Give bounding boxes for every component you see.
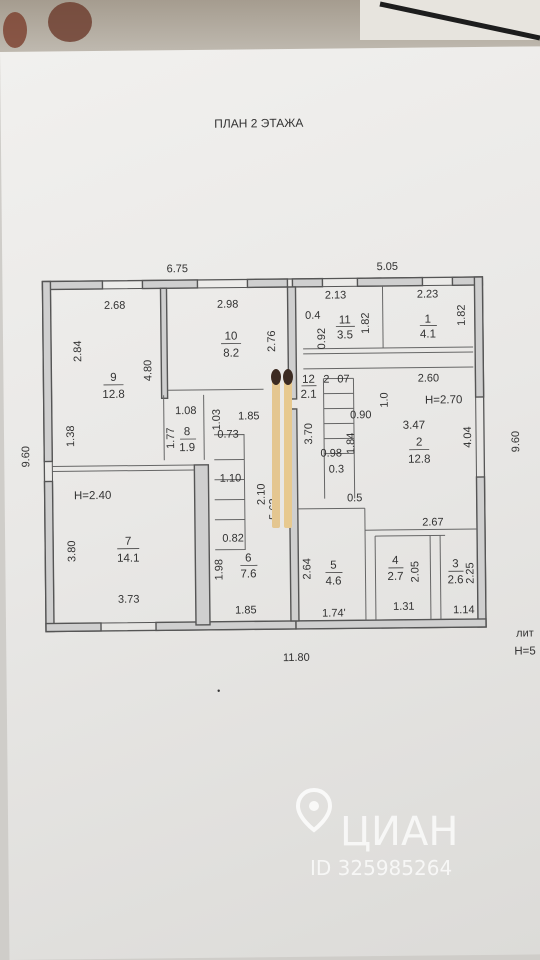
- room-2-area: 12.8: [408, 454, 431, 466]
- room-8-area: 1.9: [179, 442, 195, 454]
- room-3-area: 2.6: [447, 574, 463, 586]
- dim-r7-bottom: 3.73: [118, 594, 140, 606]
- match-head-right: [283, 369, 293, 385]
- dim-r5-bottom: 1.74': [322, 607, 346, 619]
- dim-r11-c: 1.82: [360, 312, 372, 334]
- match-right: [284, 378, 292, 528]
- dim-r8-left: 1.77: [165, 427, 177, 449]
- staircase: [214, 377, 356, 551]
- dim-left-height: 9.60: [20, 446, 32, 468]
- dim-right-section: 2.67: [422, 516, 444, 528]
- match-left: [272, 378, 280, 528]
- room-6-number: 6: [245, 552, 252, 564]
- dim-r9-top: 2.68: [104, 300, 126, 312]
- room-2-height: H=2.70: [425, 394, 463, 406]
- room-8-number: 8: [184, 426, 191, 438]
- dim-r3-height: 2.25: [464, 562, 476, 584]
- dim-r8-top: 1.08: [175, 405, 197, 417]
- room-1-area: 4.1: [420, 328, 436, 340]
- dim-r10-top: 2.98: [217, 299, 239, 311]
- dim-r2-d: 1.84: [345, 433, 357, 455]
- dim-r2-g: 0.3: [329, 463, 344, 475]
- room-9-area: 12.8: [102, 389, 125, 401]
- dim-right-height: 9.60: [510, 431, 522, 453]
- room-7-height: H=2.40: [74, 490, 112, 502]
- room-7-number: 7: [125, 536, 132, 548]
- dim-r11-a: 0.4: [305, 310, 320, 322]
- dim-r8-stair: 0.73: [217, 429, 239, 441]
- dim-r1-right: 1.82: [456, 304, 468, 326]
- dim-r11-b: 0.92: [316, 328, 328, 350]
- red-object-left: [3, 12, 27, 48]
- dim-stair-a: 1.10: [220, 472, 242, 484]
- room-3-number: 3: [452, 558, 459, 570]
- dim-r2-right: 4.04: [462, 426, 474, 448]
- location-pin-icon: [295, 787, 333, 833]
- dim-r2-top: 2.60: [418, 372, 440, 384]
- dim-bottom-total: 11.80: [283, 652, 310, 664]
- room-10-number: 10: [225, 331, 238, 343]
- room-4-number: 4: [392, 555, 399, 567]
- dim-r1-top: 2.23: [417, 288, 439, 300]
- dim-r4-height: 2.05: [409, 561, 421, 583]
- room-12-number: 12: [302, 374, 315, 386]
- dim-r2-a: 0.90: [350, 409, 372, 421]
- dim-r9-left: 2.84: [72, 340, 84, 362]
- dim-r5-left: 2.64: [301, 558, 313, 580]
- matches: [271, 369, 293, 528]
- edge-height: H=5: [514, 645, 536, 657]
- dim-r7-left: 3.80: [66, 540, 78, 562]
- dim-r2-f: 0.98: [320, 447, 342, 459]
- dim-r6-left: 1.98: [213, 559, 225, 581]
- match-head-left: [271, 369, 281, 385]
- edge-label: лит: [516, 627, 534, 639]
- room-2-number: 2: [416, 437, 423, 449]
- dim-r12-a: 2: [323, 374, 329, 386]
- dim-r12-b: 07: [337, 373, 349, 385]
- room-5-number: 5: [330, 560, 337, 572]
- dim-r2-b: 1.0: [379, 392, 391, 407]
- watermark-brand: ЦИАН: [340, 809, 458, 855]
- room-6-area: 7.6: [240, 568, 256, 580]
- watermark: ЦИАН ID 325985264: [295, 787, 458, 880]
- dim-r10-right: 2.76: [266, 330, 278, 352]
- ink-dot: [217, 689, 220, 692]
- room-5-area: 4.6: [326, 575, 342, 587]
- room-7-area: 14.1: [117, 553, 140, 565]
- room-11-number: 11: [339, 314, 351, 326]
- dim-stair-b: 2.10: [256, 484, 268, 506]
- dim-top-right: 5.05: [376, 261, 398, 273]
- plan-title: ПЛАН 2 ЭТАЖА: [214, 116, 303, 131]
- room-10-area: 8.2: [223, 348, 239, 360]
- dim-r4-bottom: 1.31: [393, 601, 415, 613]
- dim-r2-c: 3.47: [403, 420, 426, 432]
- dim-r8-width: 1.85: [238, 410, 260, 422]
- room-11-area: 3.5: [337, 329, 353, 341]
- outer-walls: [41, 276, 487, 633]
- watermark-id: ID 325985264: [310, 856, 452, 880]
- pencil: [379, 1, 540, 41]
- room-4-area: 2.7: [387, 571, 403, 583]
- dim-r9-low: 1.38: [65, 426, 77, 448]
- room-9-number: 9: [110, 372, 117, 384]
- dim-r3-bottom: 1.14: [453, 604, 475, 616]
- dim-top-left: 6.75: [167, 263, 189, 275]
- dim-r9-right: 4.80: [142, 360, 154, 382]
- dim-r6-bottom: 1.85: [235, 604, 257, 616]
- dim-r11-top: 2.13: [325, 289, 347, 301]
- room-12-area: 2.1: [301, 389, 317, 401]
- dim-r8-right: 1.03: [211, 409, 223, 431]
- dim-r2-e: 3.70: [303, 423, 315, 445]
- table-objects: [3, 0, 540, 48]
- red-object: [48, 2, 92, 42]
- room-1-number: 1: [425, 314, 432, 326]
- dim-r6-top: 0.82: [222, 532, 244, 544]
- dim-r2-h: 0.5: [347, 492, 362, 504]
